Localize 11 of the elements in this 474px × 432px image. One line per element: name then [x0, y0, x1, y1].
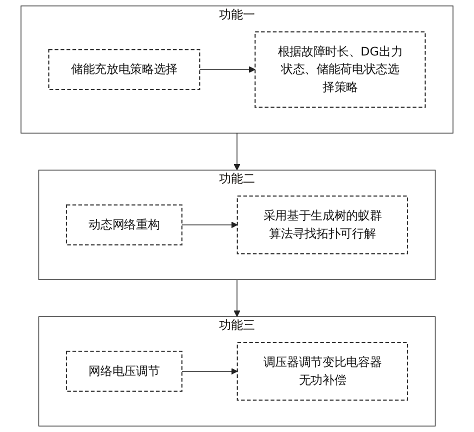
node-box: 调压器调节变比电容器无功补偿 — [236, 342, 408, 401]
arrow — [234, 132, 240, 170]
node-box: 根据故障时长、DG出力状态、储能荷电状态选择策略 — [254, 31, 426, 108]
node-box: 储能充放电策略选择 — [48, 49, 200, 90]
arrow — [182, 222, 238, 228]
arrow — [182, 368, 238, 375]
node-box: 采用基于生成树的蚁群算法寻找拓扑可行解 — [236, 195, 408, 254]
node-box: 网络电压调节 — [66, 350, 182, 392]
node-box: 动态网络重构 — [66, 204, 182, 246]
arrow — [199, 66, 256, 73]
arrow — [234, 279, 240, 317]
